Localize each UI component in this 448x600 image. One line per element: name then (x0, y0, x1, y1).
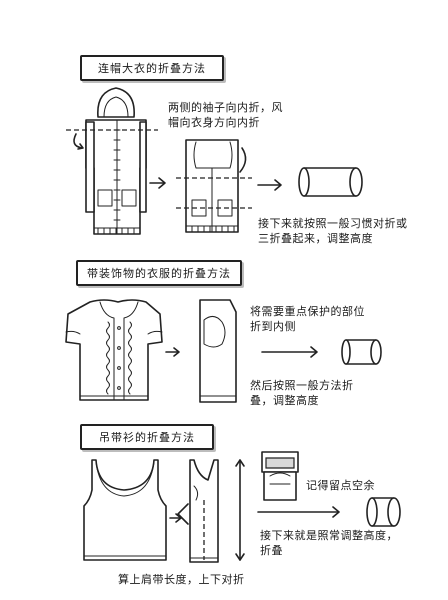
section-title-text: 带装饰物的衣服的折叠方法 (87, 267, 231, 280)
folded-coat-icon (176, 139, 252, 233)
camisole-icon (83, 459, 167, 561)
arrow-icon (165, 347, 180, 357)
rolled-bundle-icon (366, 497, 401, 527)
instruction-note: 接下来就是照常调整高度，折叠 (260, 529, 398, 557)
instruction-note: 两侧的袖子向内折，风帽向衣身方向内折 (168, 101, 283, 129)
blouse-icon (65, 299, 163, 401)
folded-camisole-icon (177, 459, 219, 563)
instruction-note: 算上肩带长度，上下对折 (118, 573, 245, 586)
folded-camisole-icon (261, 451, 299, 501)
section-title-text: 吊带衫的折叠方法 (99, 431, 195, 444)
arrow-icon (257, 506, 340, 518)
hooded-coat-icon (66, 87, 158, 235)
section-title-decorated-top: 带装饰物的衣服的折叠方法 (76, 260, 242, 286)
folded-blouse-icon (199, 299, 237, 403)
instruction-note: 然后按照一般方法折叠，调整高度 (250, 379, 354, 407)
arrow-icon (261, 346, 318, 358)
section-title-hooded-coat: 连帽大衣的折叠方法 (80, 55, 224, 81)
instruction-note: 记得留点空余 (306, 479, 375, 492)
arrow-icon (235, 459, 245, 561)
rolled-bundle-icon (341, 339, 382, 365)
instruction-note: 将需要重点保护的部位折到内侧 (250, 305, 365, 333)
arrow-icon (149, 177, 166, 189)
instruction-note: 接下来就按照一般习惯对折或三折叠起来，调整高度 (258, 217, 408, 245)
section-title-camisole: 吊带衫的折叠方法 (80, 424, 214, 450)
section-title-text: 连帽大衣的折叠方法 (98, 62, 206, 75)
arrow-icon (257, 179, 282, 191)
rolled-bundle-icon (298, 167, 363, 197)
